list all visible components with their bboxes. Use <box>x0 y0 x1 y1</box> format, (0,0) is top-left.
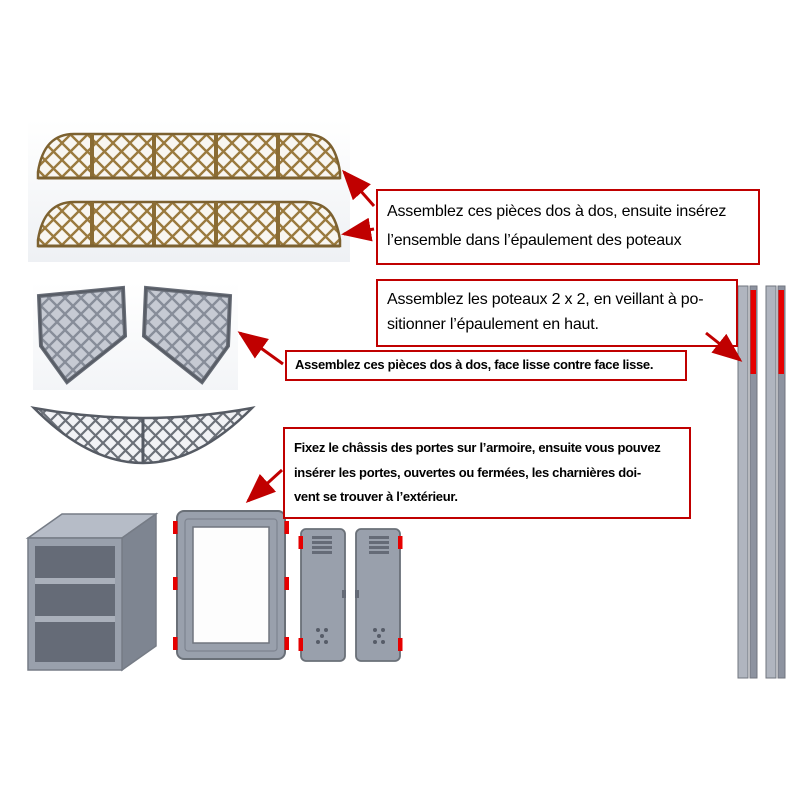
annotation-box-assemble-posts: Assemblez les poteaux 2 x 2, en veillant… <box>376 279 738 347</box>
door-hinge-marks-red <box>298 536 303 651</box>
frame-hinge-marks-red <box>173 521 289 650</box>
lattice-back-panels-illustration <box>28 120 350 262</box>
annotation-box-assemble-side-panels: Assemblez ces pièces dos à dos, face lis… <box>285 350 687 381</box>
shoulder-mark-red <box>778 290 784 374</box>
annotation-text: Assemblez ces pièces dos à dos, face lis… <box>295 357 654 372</box>
post-pair-2 <box>765 285 786 679</box>
door-frame-illustration <box>173 510 289 660</box>
door-hinge-marks-red <box>398 536 403 651</box>
cabinet-illustration <box>25 512 159 672</box>
annotation-text: Assemblez ces pièces dos à dos, ensuite … <box>387 203 727 220</box>
curved-lattice-panel-illustration <box>30 406 256 465</box>
annotation-text: l’ensemble dans l’épaulement des poteaux <box>387 231 682 249</box>
door-right-illustration <box>355 528 403 662</box>
annotation-text: Fixez le châssis des portes sur l’armoir… <box>294 440 661 455</box>
annotation-box-fix-door-frame: Fixez le châssis des portes sur l’armoir… <box>283 427 691 520</box>
post-pair-1 <box>737 285 758 679</box>
door-left-illustration <box>298 528 346 662</box>
shoulder-mark-red <box>750 290 756 374</box>
annotation-text: insérer les portes, ouvertes ou fermées,… <box>294 464 641 480</box>
posts-illustration <box>737 285 786 679</box>
annotation-box-assemble-back-panels: Assemblez ces pièces dos à dos, ensuite … <box>376 189 760 265</box>
annotation-text: vent se trouver à l’extérieur. <box>294 489 458 505</box>
lattice-side-panels-illustration <box>33 282 238 390</box>
annotation-text: sitionner l’épaulement en haut. <box>387 315 599 333</box>
annotation-text: Assemblez les poteaux 2 x 2, en veillant… <box>387 291 704 308</box>
arrow-to-side-panels <box>237 331 284 366</box>
